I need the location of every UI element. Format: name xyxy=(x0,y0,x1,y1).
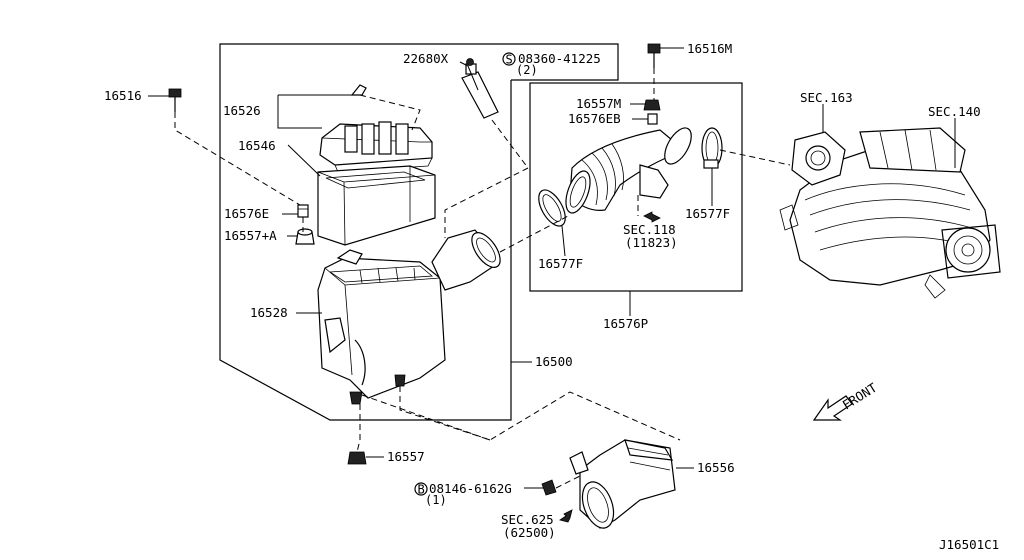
callout-16500: 16500 xyxy=(535,354,573,369)
screw-symbol xyxy=(502,52,516,66)
bolt-symbol xyxy=(414,482,428,496)
callout-sec163: SEC.163 xyxy=(800,90,853,105)
grommet-16576EB xyxy=(647,113,658,125)
callout-08360-41225: 08360-41225 xyxy=(518,51,601,66)
callout-16556: 16556 xyxy=(697,460,735,475)
assembly-box-16500 xyxy=(219,43,619,421)
screw-symbol-letter: S xyxy=(506,53,513,67)
assembly-box-16576P xyxy=(529,82,743,292)
grommet-16576E xyxy=(297,204,309,218)
grommet-16557A xyxy=(295,228,315,245)
callout-16526: 16526 xyxy=(223,103,261,118)
callout-16516: 16516 xyxy=(104,88,142,103)
callout-16528: 16528 xyxy=(250,305,288,320)
arrow-sec625 xyxy=(559,509,573,523)
callout-08146-6162G: 08146-6162G xyxy=(429,481,512,496)
callout-16576E: 16576E xyxy=(224,206,269,221)
intake-manifold xyxy=(779,127,1001,299)
callout-sec118: SEC.118 xyxy=(623,222,676,237)
callout-sec140: SEC.140 xyxy=(928,104,981,119)
bolt-16516 xyxy=(168,88,182,112)
air-filter-element xyxy=(317,165,436,246)
air-inlet-duct xyxy=(541,439,676,529)
sensor-22680X xyxy=(461,58,499,119)
callout-sec625-ref: (62500) xyxy=(503,525,556,540)
callout-08146-qty: (1) xyxy=(425,493,447,507)
callout-16576EB: 16576EB xyxy=(568,111,621,126)
diagram-id: J16501C1 xyxy=(939,537,999,552)
callout-sec625: SEC.625 xyxy=(501,512,554,527)
front-label: FRONT xyxy=(840,380,880,413)
callout-16557A: 16557+A xyxy=(224,228,277,243)
bolt-symbol-letter: B xyxy=(418,483,425,497)
clamp-16577F-left xyxy=(538,189,566,227)
grommet-16557 xyxy=(347,451,367,465)
nut-16557M xyxy=(643,99,661,111)
callout-16546: 16546 xyxy=(238,138,276,153)
callout-08360-qty: (2) xyxy=(516,63,538,77)
front-arrow xyxy=(812,395,853,421)
arrow-sec118 xyxy=(643,211,661,223)
air-cleaner-case xyxy=(317,229,501,405)
air-cleaner-cover xyxy=(319,84,433,173)
callout-16557: 16557 xyxy=(387,449,425,464)
callout-16577F-right: 16577F xyxy=(685,206,730,221)
callout-16557M: 16557M xyxy=(576,96,621,111)
bolt-16516M xyxy=(647,43,661,68)
callout-16516M: 16516M xyxy=(687,41,732,56)
clamp-16577F-right xyxy=(701,127,723,169)
callout-22680X: 22680X xyxy=(403,51,449,66)
callout-16576P: 16576P xyxy=(603,316,648,331)
callout-16577F-left: 16577F xyxy=(538,256,583,271)
air-duct-hose xyxy=(565,127,692,214)
callout-sec118-ref: (11823) xyxy=(625,235,678,250)
